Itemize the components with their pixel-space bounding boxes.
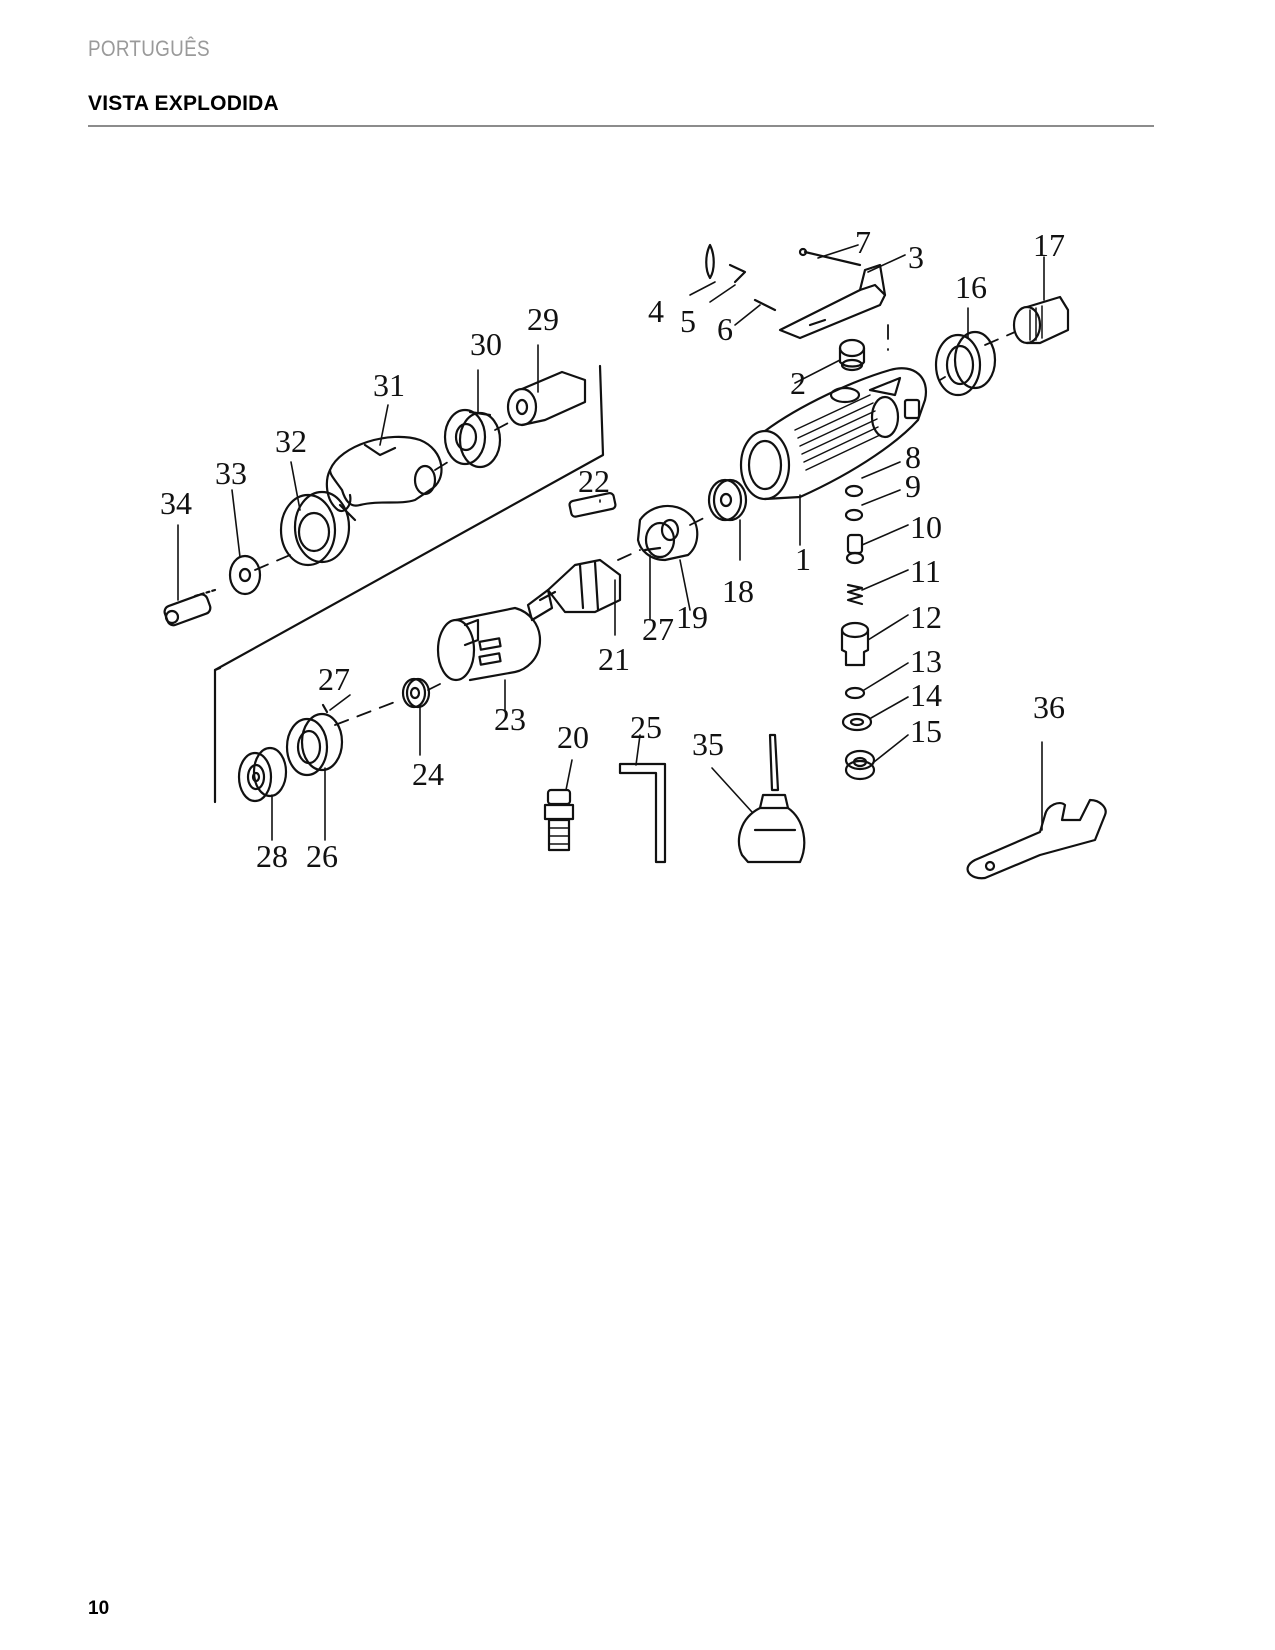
part-25-hex-key [618, 762, 667, 864]
part-label-34: 34 [160, 485, 192, 521]
leader-lines [177, 244, 1045, 841]
part-label-36: 36 [1033, 689, 1065, 725]
part-label-6: 6 [717, 311, 733, 347]
part-14-washer [841, 712, 873, 732]
part-label-27-upper: 27 [642, 611, 674, 647]
part-34-screw [163, 588, 217, 627]
part-33-washer [228, 554, 262, 596]
part-label-15: 15 [910, 713, 942, 749]
part-11-spring [846, 583, 864, 606]
part-label-18: 18 [722, 573, 754, 609]
part-label-25: 25 [630, 709, 662, 745]
part-label-24: 24 [412, 756, 444, 792]
page-title: VISTA EXPLODIDA [88, 92, 279, 115]
assembly-axis-lines [254, 324, 1016, 726]
part-26-lock-nut [285, 712, 344, 777]
part-6-pin [753, 298, 777, 312]
part-15-screw-cap [844, 749, 876, 781]
part-label-10: 10 [910, 509, 942, 545]
part-label-20: 20 [557, 719, 589, 755]
part-4-spring [705, 243, 747, 284]
language-label: PORTUGUÊS [88, 36, 210, 61]
part-1-housing [739, 367, 928, 501]
part-20-air-fitting [543, 788, 575, 852]
part-9-washer [844, 508, 864, 522]
part-label-1: 1 [795, 541, 811, 577]
page-number: 10 [88, 1598, 110, 1619]
part-18-bearing [707, 478, 748, 522]
part-label-28: 28 [256, 838, 288, 874]
part-2-valve-cap [838, 338, 866, 372]
part-23-cylinder-sleeve [436, 606, 542, 682]
part-label-13: 13 [910, 643, 942, 679]
part-21-rotor [526, 558, 622, 622]
part-22-key [568, 492, 617, 518]
part-28-bearing [237, 746, 288, 803]
part-30-bearing [443, 408, 502, 469]
part-29-spindle [506, 370, 587, 427]
part-27-pin-lower [321, 703, 329, 714]
part-label-16: 16 [955, 269, 987, 305]
part-label-8: 8 [905, 439, 921, 475]
part-8-o-ring [844, 484, 864, 498]
part-10-valve [845, 533, 865, 565]
part-label-2: 2 [790, 365, 806, 401]
part-17-air-inlet [1012, 295, 1070, 345]
part-19-cylinder [636, 504, 699, 562]
part-label-19: 19 [676, 599, 708, 635]
part-3-throttle-lever [778, 263, 887, 340]
title-divider [88, 125, 1154, 127]
part-label-11: 11 [910, 553, 941, 589]
part-32-collet-nut [279, 490, 357, 567]
part-36-wrench [966, 798, 1107, 880]
part-label-26: 26 [306, 838, 338, 874]
part-label-14: 14 [910, 677, 942, 713]
part-label-29: 29 [527, 301, 559, 337]
part-label-4: 4 [648, 293, 664, 329]
part-label-22: 22 [578, 463, 610, 499]
part-16-exhaust [934, 330, 997, 397]
part-label-33: 33 [215, 455, 247, 491]
part-7-pin [798, 247, 862, 267]
part-label-30: 30 [470, 326, 502, 362]
part-label-12: 12 [910, 599, 942, 635]
part-label-5: 5 [680, 303, 696, 339]
part-label-32: 32 [275, 423, 307, 459]
part-35-oil-bottle [737, 733, 806, 864]
part-label-7: 7 [855, 224, 871, 260]
part-label-27-lower: 27 [318, 661, 350, 697]
part-label-23: 23 [494, 701, 526, 737]
assembly-bracket [213, 364, 605, 804]
part-24-washer [401, 677, 431, 709]
part-label-31: 31 [373, 367, 405, 403]
part-label-35: 35 [692, 726, 724, 762]
part-13-o-ring [844, 686, 866, 700]
part-label-9: 9 [905, 468, 921, 504]
part-label-21: 21 [598, 641, 630, 677]
part-label-17: 17 [1033, 227, 1065, 263]
part-label-3: 3 [908, 239, 924, 275]
part-12-valve-sleeve [840, 621, 870, 667]
part-27-pin-upper [643, 546, 662, 552]
part-31-head-housing [325, 435, 443, 513]
